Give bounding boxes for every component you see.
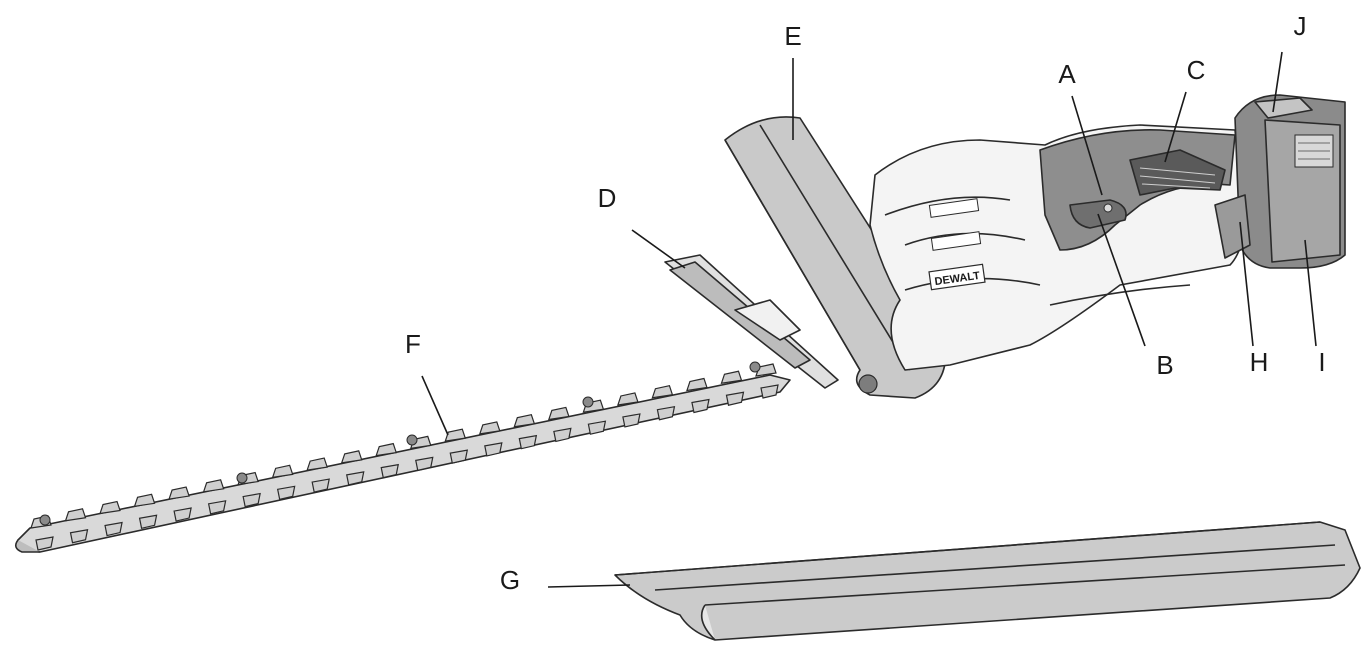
callout-f: F [405,329,421,359]
blade-tooth-upper [513,413,536,428]
blade-tooth-upper [340,450,363,464]
blade-tooth-upper [168,486,190,500]
blade-tooth-lower [656,405,676,421]
blade-tooth-upper [133,493,156,508]
battery-release-button [1254,97,1313,119]
blade-tooth-lower [725,391,745,406]
blade-teeth-upper [30,363,777,529]
blade-tooth-upper [478,421,501,435]
blade-bolts [39,361,761,526]
callout-a: A [1058,59,1076,89]
blade-tip [14,539,40,553]
blade-tooth-lower [622,413,641,428]
callout-d: D [598,183,617,213]
callout-j: J [1294,11,1307,41]
blade-sheath [614,521,1361,641]
blade-tooth-lower [346,471,365,486]
blade-tooth-lower [104,521,123,537]
blade-tooth-upper [202,479,225,493]
blade-teeth-lower [35,384,779,551]
blade-tooth-lower [380,463,399,479]
rear-handle [1039,129,1236,251]
blade-tooth-lower [484,442,503,457]
blade-tooth-lower [69,529,89,544]
blade-tooth-lower [242,492,261,508]
callout-c: C [1187,55,1206,85]
blade-tooth-upper [375,442,398,457]
callout-b: B [1156,350,1173,380]
hand-guard [664,254,839,389]
battery-pack [1214,94,1346,269]
blade-assembly [14,361,791,553]
blade-tooth-lower [449,449,469,464]
callout-e: E [784,21,801,51]
blade-tooth-lower [207,500,227,515]
blade-tooth-lower [138,514,158,530]
blade-tooth-upper [686,377,708,392]
blade-tooth-upper [271,464,294,479]
blade-tooth-lower [587,420,607,435]
blade-tooth-upper [651,385,674,399]
blade-bar [17,374,791,553]
blade-tooth-lower [760,384,779,399]
callout-g: G [500,565,520,595]
lock-off-button [1103,203,1113,213]
blade-tooth-lower [311,478,330,493]
callout-labels: E A C J D F B H I G [405,11,1326,595]
blade-tooth-upper [306,457,328,471]
callout-i: I [1318,347,1325,377]
blade-tooth-upper [547,406,570,421]
blade-tooth-upper [720,370,743,384]
blade-tooth-lower [415,456,434,472]
blade-tooth-upper [64,508,87,522]
blade-tooth-lower [276,485,296,501]
blade-tooth-lower [553,427,572,443]
callout-leaders [421,51,1317,588]
blade-tooth-upper [617,392,639,406]
blade-tooth-lower [173,507,192,522]
blade-tooth-lower [518,434,538,450]
battery-interface [1214,194,1251,259]
blade-tooth-lower [691,398,710,414]
callout-h: H [1250,347,1269,377]
blade-tooth-upper [99,500,121,515]
grip-texture [1129,149,1226,196]
blade-tooth-lower [35,536,54,551]
